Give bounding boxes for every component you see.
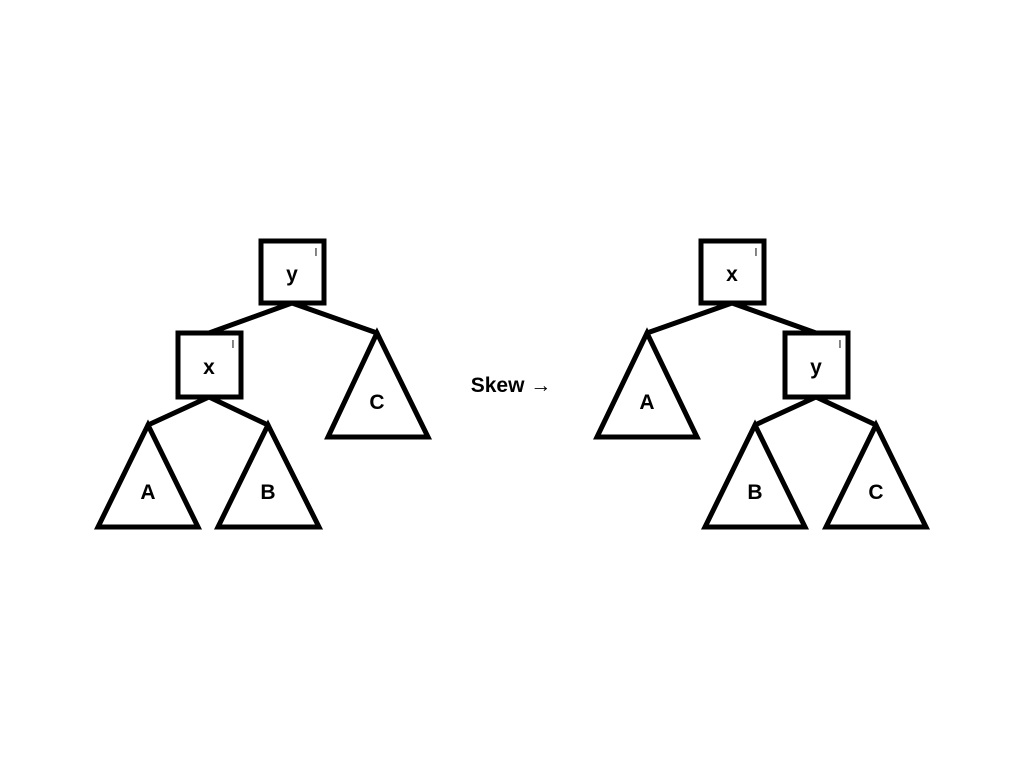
node-box xyxy=(175,330,244,400)
subtree-b: B xyxy=(213,419,324,530)
edge-x-to-y xyxy=(729,300,819,336)
node-label: x xyxy=(203,356,215,379)
operation-label: Skew → xyxy=(471,374,552,397)
edge-y-to-c xyxy=(289,300,380,336)
edge-x-to-b xyxy=(206,394,271,428)
subtree-triangle xyxy=(324,327,433,440)
subtree-triangle xyxy=(93,419,203,530)
level-mark: l xyxy=(839,339,841,351)
level-mark: l xyxy=(232,339,234,351)
subtree-label: C xyxy=(369,391,384,414)
edge-x-to-a xyxy=(644,300,735,336)
level-mark: l xyxy=(755,247,757,259)
node-label: y xyxy=(810,356,822,379)
node-x-root: x l xyxy=(698,238,767,306)
subtree-a: A xyxy=(593,327,701,440)
edge-y-to-c xyxy=(813,394,879,428)
edge-y-to-x xyxy=(206,300,295,336)
subtree-label: A xyxy=(639,391,654,414)
node-y-right-child: y l xyxy=(782,330,851,400)
subtree-label: B xyxy=(747,481,762,504)
subtree-b: B xyxy=(700,419,810,530)
right-tree-edges xyxy=(644,300,879,428)
subtree-triangle xyxy=(700,419,810,530)
subtree-triangle xyxy=(593,327,701,440)
subtree-c: C xyxy=(324,327,433,440)
subtree-triangle xyxy=(213,419,324,530)
node-y-root: y l xyxy=(258,238,327,306)
left-tree: y l x l A B C xyxy=(93,238,433,530)
subtree-a: A xyxy=(93,419,203,530)
node-x-left-child: x l xyxy=(175,330,244,400)
subtree-triangle xyxy=(821,419,931,530)
right-tree: x l y l A B C xyxy=(593,238,931,530)
left-tree-edges xyxy=(145,300,380,428)
subtree-label: C xyxy=(868,481,883,504)
edge-y-to-b xyxy=(752,394,819,428)
subtree-label: B xyxy=(260,481,275,504)
level-mark: l xyxy=(315,247,317,259)
node-label: y xyxy=(286,263,298,286)
subtree-label: A xyxy=(140,481,155,504)
node-box xyxy=(698,238,767,306)
edge-x-to-a xyxy=(145,394,212,428)
subtree-c: C xyxy=(821,419,931,530)
node-label: x xyxy=(726,263,738,286)
node-box xyxy=(258,238,327,306)
node-box xyxy=(782,330,851,400)
